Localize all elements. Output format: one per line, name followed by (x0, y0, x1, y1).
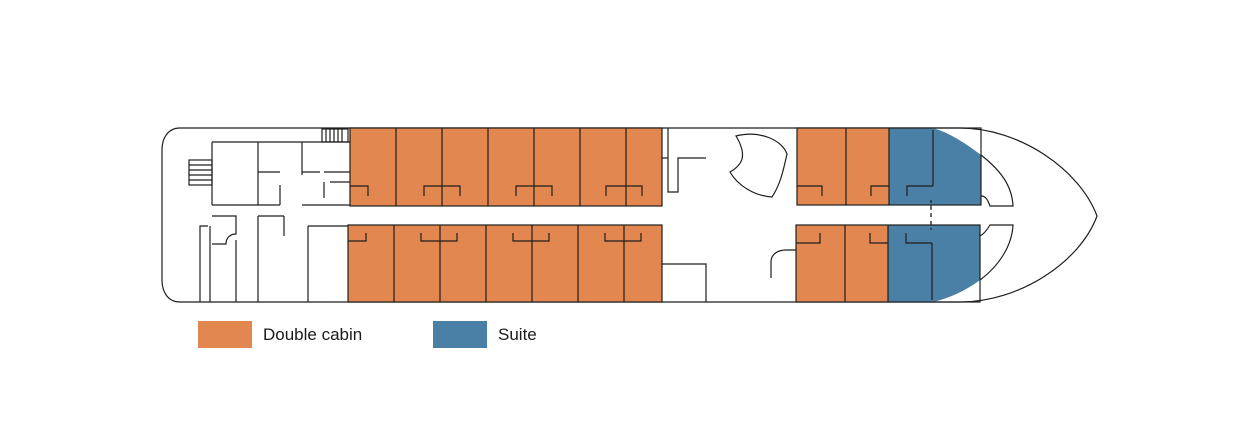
double-cabin-bottom-7[interactable] (624, 225, 662, 302)
double-cabin-bottom-2[interactable] (394, 225, 440, 302)
double-cabin-forward-top-2[interactable] (846, 128, 889, 205)
suite-label: Suite (498, 324, 537, 344)
legend-double-cabin: Double cabin (198, 321, 362, 348)
cabin-walls (347, 127, 982, 303)
double-cabin-bottom-4[interactable] (486, 225, 532, 302)
suite-bottom[interactable] (888, 225, 980, 302)
hull-outline (161, 127, 1098, 303)
double-cabin-top-4[interactable] (488, 128, 534, 206)
legend-suite: Suite (433, 321, 537, 348)
suite-top[interactable] (889, 128, 981, 205)
lobby-area (662, 128, 796, 302)
double-cabin-bottom-5[interactable] (532, 225, 578, 302)
double-cabin-label: Double cabin (263, 324, 363, 344)
cabins (348, 128, 981, 302)
double-cabin-top-2[interactable] (396, 128, 442, 206)
suite-swatch (433, 321, 487, 348)
double-cabin-top-6[interactable] (580, 128, 626, 206)
double-cabin-top-3[interactable] (442, 128, 488, 206)
bow-structure (979, 154, 1014, 281)
double-cabin-top-5[interactable] (534, 128, 580, 206)
aft-service-area (188, 128, 350, 302)
double-cabin-bottom-6[interactable] (578, 225, 624, 302)
double-cabin-top-1[interactable] (350, 128, 396, 206)
double-cabin-swatch (198, 321, 252, 348)
double-cabin-bottom-3[interactable] (440, 225, 486, 302)
double-cabin-bottom-1[interactable] (348, 225, 394, 302)
double-cabin-top-7[interactable] (626, 128, 662, 206)
double-cabin-forward-bottom-2[interactable] (845, 225, 888, 302)
